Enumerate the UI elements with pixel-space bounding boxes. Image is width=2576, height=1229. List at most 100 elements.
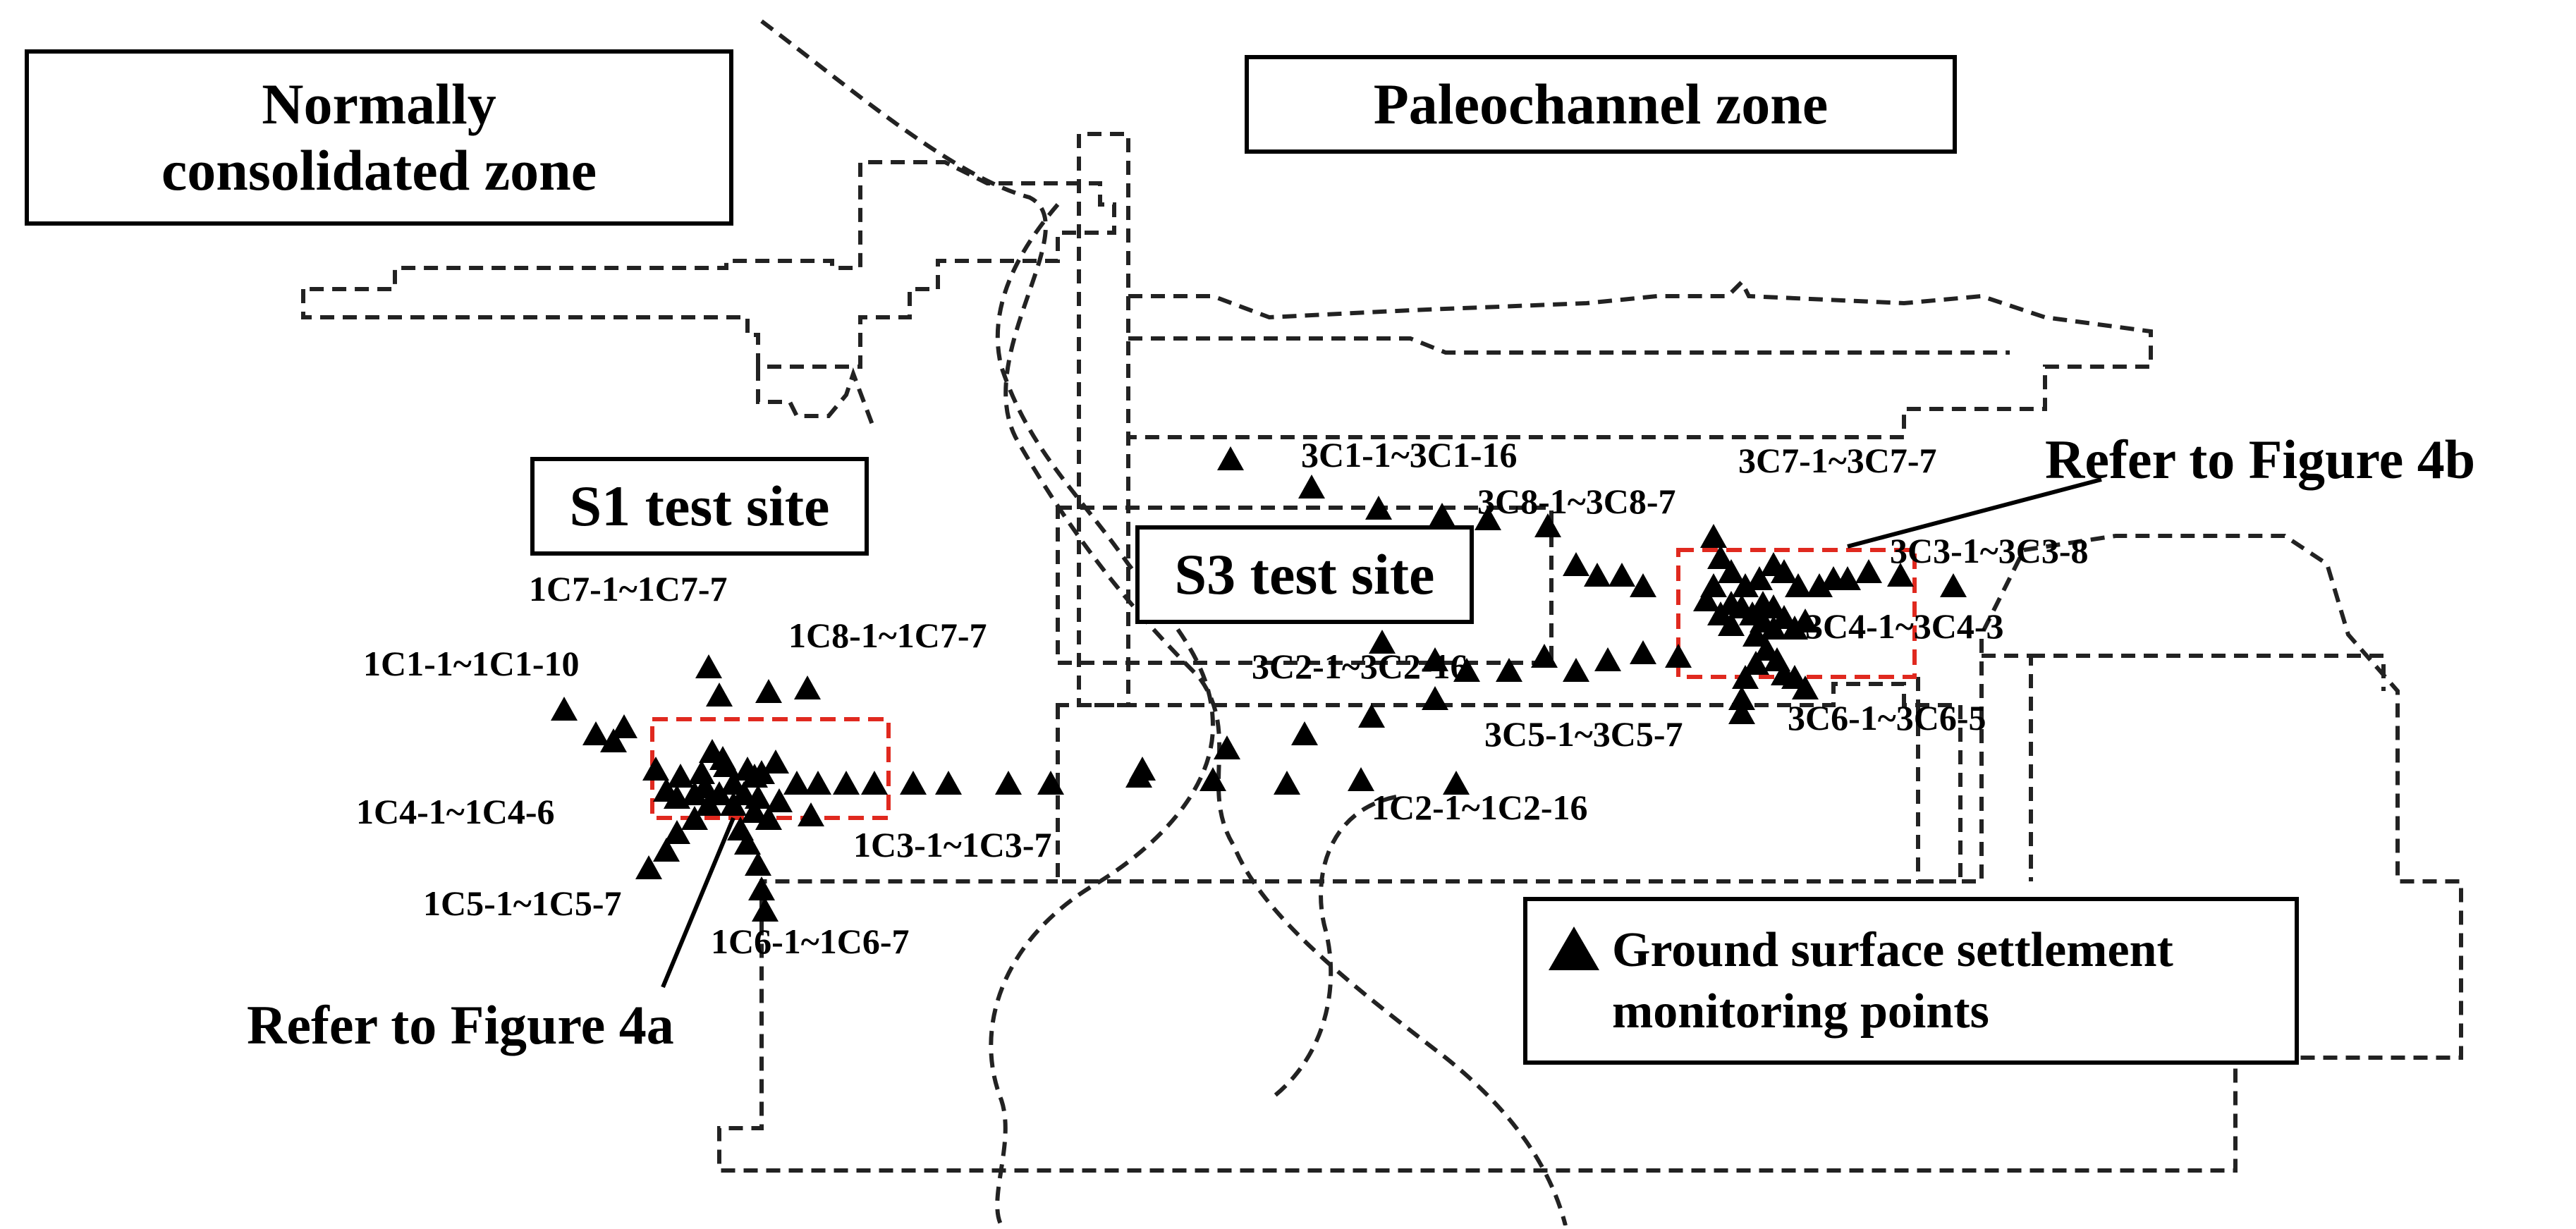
- monitoring-point-marker: [611, 714, 637, 738]
- label-1c2: 1C2-1~1C2-16: [1372, 788, 1588, 827]
- monitoring-point-marker: [734, 831, 761, 855]
- central-block-outline: [1056, 682, 1962, 883]
- monitoring-point-marker: [1443, 771, 1470, 795]
- monitoring-point-marker: [1475, 506, 1501, 530]
- monitoring-point-marker: [1274, 771, 1300, 795]
- monitoring-point-marker: [1700, 524, 1727, 548]
- monitoring-point-marker: [794, 675, 821, 699]
- monitoring-point-marker: [995, 771, 1022, 795]
- monitoring-point-marker: [1700, 573, 1727, 597]
- monitoring-point-marker: [1785, 573, 1812, 597]
- monitoring-point-marker: [1630, 573, 1656, 597]
- label-3c3: 3C3-1~3C3-8: [1890, 531, 2089, 570]
- point-group-labels: 1C7-1~1C7-7 1C1-1~1C1-10 1C8-1~1C7-7 1C4…: [356, 435, 2089, 961]
- monitoring-point-marker: [1718, 591, 1745, 615]
- monitoring-point-marker: [635, 855, 662, 879]
- monitoring-point-marker: [1665, 644, 1692, 668]
- monitoring-point-marker: [1792, 609, 1819, 632]
- monitoring-point-marker: [1594, 647, 1621, 671]
- label-1c3: 1C3-1~1C3-7: [853, 825, 1052, 864]
- legend-box: Ground surface settlement monitoring poi…: [1523, 897, 2299, 1065]
- monitoring-point-marker: [1298, 475, 1325, 499]
- monitoring-point-marker: [1129, 757, 1156, 781]
- monitoring-point-marker: [935, 771, 962, 795]
- monitoring-point-marker: [1728, 686, 1755, 710]
- fig4a-pointer-line: [661, 817, 735, 989]
- monitoring-point-marker: [1358, 704, 1385, 728]
- monitoring-point-marker: [1534, 513, 1561, 537]
- monitoring-point-marker: [681, 781, 708, 805]
- monitoring-point-marker: [681, 806, 708, 830]
- label-1c8: 1C8-1~1C7-7: [788, 616, 987, 655]
- monitoring-point-marker: [752, 898, 779, 922]
- label-3c2: 3C2-1~3C2-16: [1252, 647, 1468, 686]
- monitoring-point-marker: [783, 771, 810, 795]
- monitoring-point-marker: [833, 771, 860, 795]
- monitoring-point-marker: [1369, 630, 1396, 654]
- label-3c7: 3C7-1~3C7-7: [1738, 441, 1937, 480]
- monitoring-point-marker: [1609, 563, 1635, 587]
- monitoring-point-marker: [741, 764, 768, 788]
- monitoring-point-marker: [1200, 767, 1226, 791]
- monitoring-point-marker: [1584, 563, 1611, 587]
- refer-figure-4b-label: Refer to Figure 4b: [2045, 429, 2475, 490]
- legend-text: Ground surface settlement monitoring poi…: [1612, 919, 2173, 1043]
- paleochannel-upper-right-outline: [1128, 278, 2153, 439]
- monitoring-point-marker: [745, 785, 771, 809]
- monitoring-point-marker: [709, 746, 736, 770]
- right-zone-outline: [717, 534, 2463, 1173]
- monitoring-point-marker: [1760, 616, 1787, 640]
- right-inner-block-outline: [1982, 654, 2386, 881]
- monitoring-point-marker: [664, 820, 690, 844]
- normally-consolidated-zone-text: Normally consolidated zone: [161, 71, 597, 202]
- label-3c8: 3C8-1~3C8-7: [1477, 482, 1676, 521]
- s1-test-site-label: S1 test site: [530, 457, 869, 556]
- left-lower-connector-outline: [756, 367, 877, 432]
- monitoring-point-marker: [798, 802, 824, 826]
- s3-test-site-label: S3 test site: [1135, 525, 1474, 624]
- label-1c1: 1C1-1~1C1-10: [363, 644, 580, 683]
- s3-site-outline: [1056, 506, 1553, 665]
- paleochannel-zone-label: Paleochannel zone: [1245, 55, 1957, 154]
- monitoring-point-marker: [1742, 651, 1769, 675]
- monitoring-point-marker: [1887, 563, 1914, 587]
- monitoring-point-marker: [1037, 771, 1064, 795]
- monitoring-point-marker: [1806, 573, 1833, 597]
- monitoring-point-marker: [1496, 658, 1522, 682]
- monitoring-point-marker: [706, 683, 733, 707]
- monitoring-point-marker: [1728, 700, 1755, 724]
- legend-line-2: monitoring points: [1612, 984, 1989, 1039]
- monitoring-point-marker: [1742, 623, 1769, 647]
- paleochannel-zone-text: Paleochannel zone: [1373, 71, 1829, 136]
- monitoring-point-marker: [745, 852, 771, 876]
- monitoring-point-marker: [653, 838, 680, 862]
- monitoring-point-marker: [1707, 545, 1734, 569]
- monitoring-point-marker: [1563, 658, 1589, 682]
- monitoring-point-marker: [762, 750, 789, 774]
- monitoring-point-marker: [755, 806, 782, 830]
- monitoring-point-marker: [741, 799, 768, 823]
- monitoring-point-marker: [900, 771, 927, 795]
- label-3c1: 3C1-1~3C1-16: [1301, 435, 1518, 475]
- monitoring-point-marker: [1732, 573, 1759, 597]
- monitoring-point-marker: [861, 771, 888, 795]
- zone-boundaries: [301, 19, 2463, 1227]
- meandering-channel-lower-outline: [1268, 795, 1397, 1102]
- monitoring-point-marker: [1834, 566, 1861, 590]
- monitoring-point-marker: [1718, 559, 1745, 583]
- monitoring-point-marker: [755, 679, 782, 703]
- monitoring-point-marker: [805, 771, 831, 795]
- monitoring-point-marker: [1422, 647, 1448, 671]
- monitoring-point-marker: [1214, 735, 1240, 759]
- monitoring-point-marker: [1365, 496, 1392, 520]
- monitoring-point-marker: [551, 697, 578, 721]
- monitoring-point-marker: [642, 757, 669, 781]
- monitoring-point-marker: [688, 760, 715, 784]
- monitoring-point-marker: [1422, 686, 1448, 710]
- refer-figure-4a-label: Refer to Figure 4a: [247, 994, 674, 1056]
- label-3c6: 3C6-1~3C6-5: [1788, 698, 1986, 738]
- label-1c5: 1C5-1~1C5-7: [423, 883, 622, 923]
- monitoring-point-marker: [766, 788, 793, 812]
- monitoring-point-marker: [1453, 658, 1480, 682]
